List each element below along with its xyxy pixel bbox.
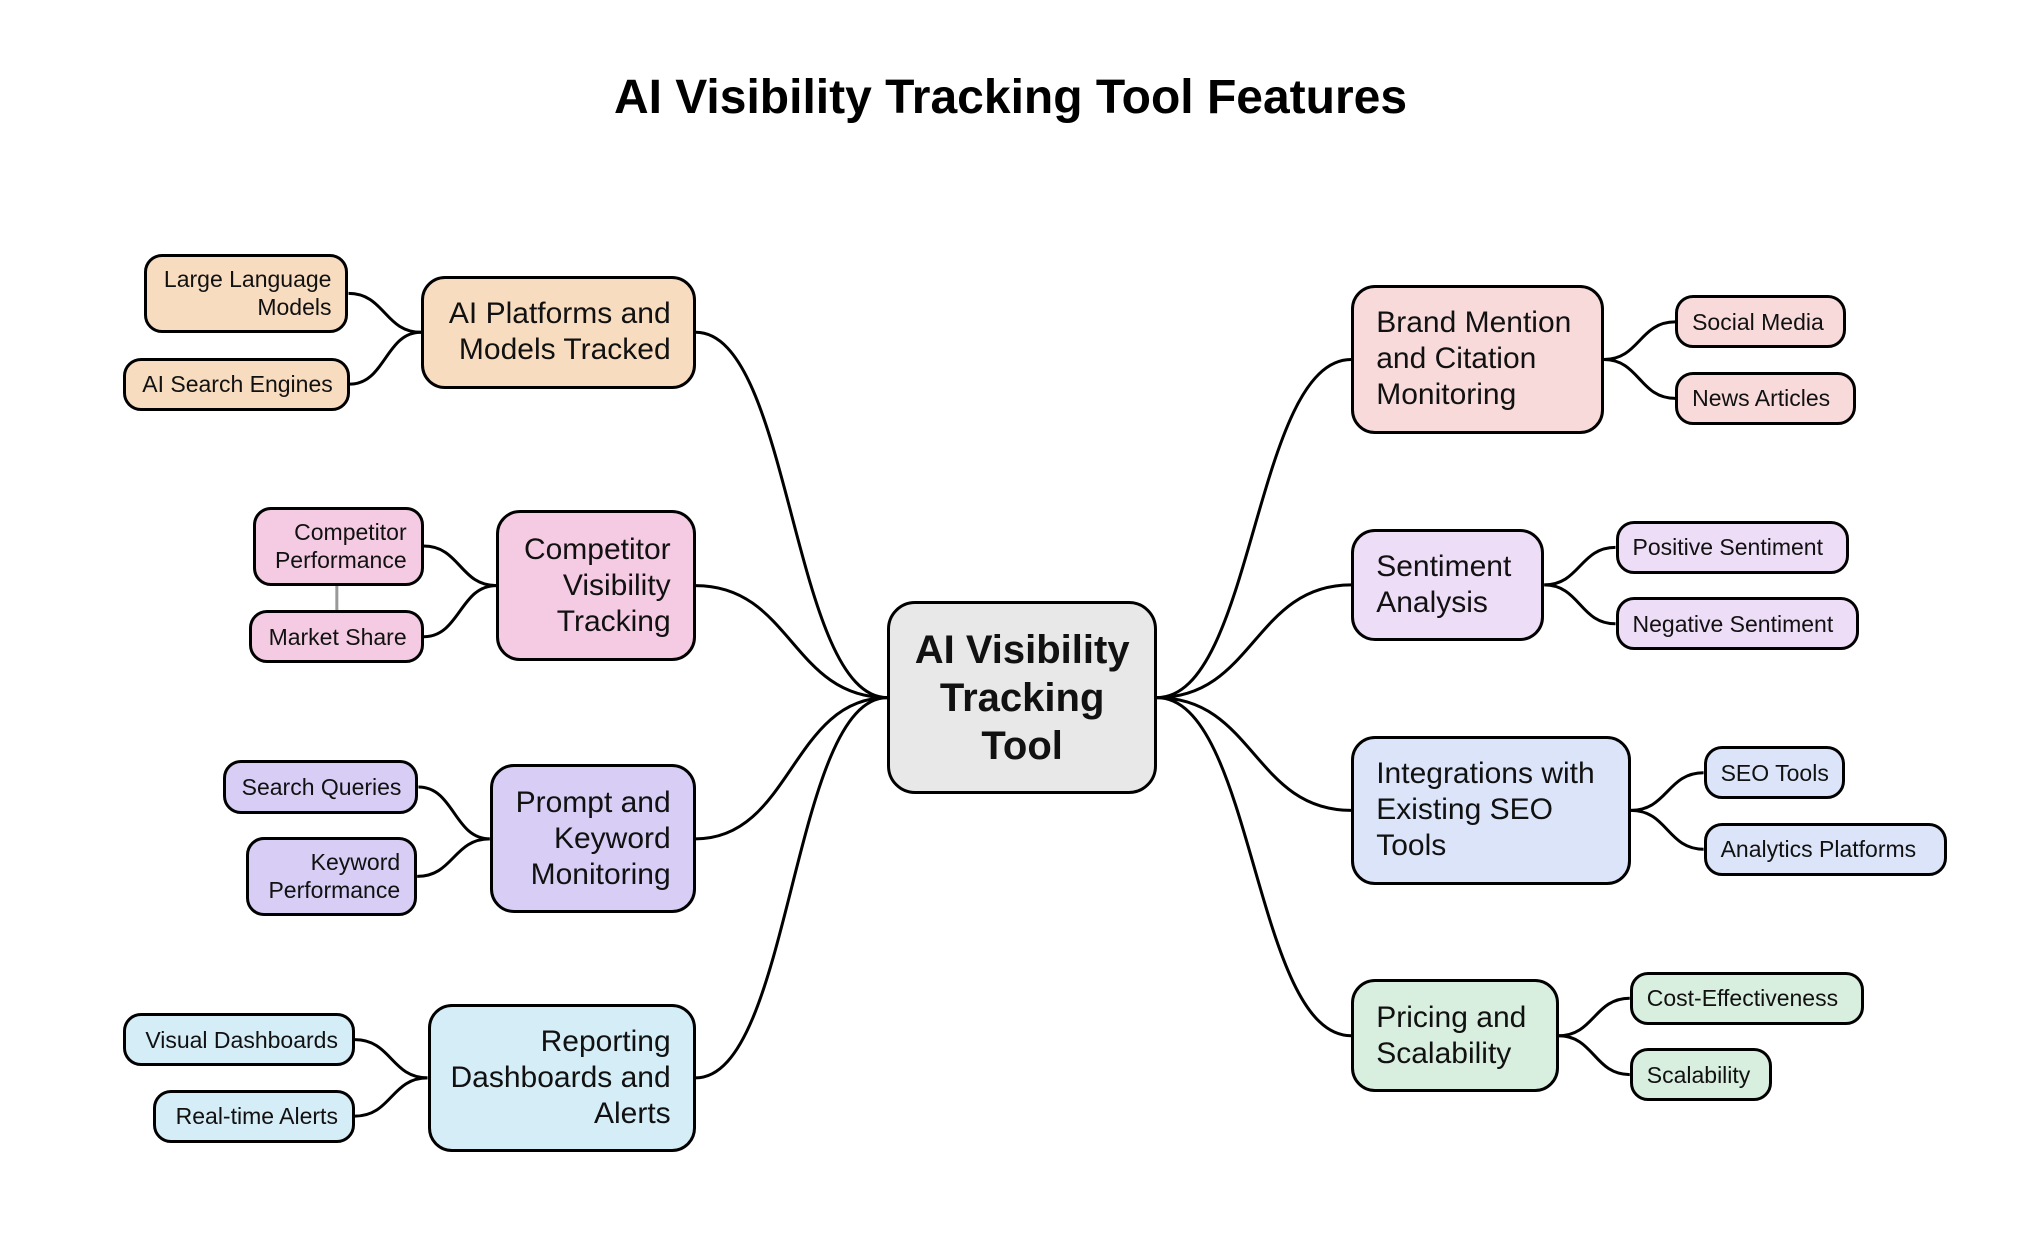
link-brand-mention-and-citation-monitoring-news-articles [1603, 358, 1676, 400]
leaf-ai-search-engines: AI Search Engines [123, 357, 350, 411]
leaf-news-articles: News Articles [1675, 371, 1857, 425]
leaf-market-share: Market Share [248, 610, 424, 664]
link-center-ai-platforms-and-models-tracked [695, 330, 888, 700]
link-center-sentiment-analysis [1156, 583, 1352, 700]
link-reporting-dashboards-and-alerts-visual-dashboards [354, 1038, 428, 1080]
link-brand-mention-and-citation-monitoring-social-media [1603, 320, 1676, 362]
leaf-real-time-alerts: Real-time Alerts [152, 1089, 355, 1143]
link-center-prompt-and-keyword-monitoring [695, 696, 888, 841]
leaf-positive-sentiment: Positive Sentiment [1615, 520, 1849, 574]
diagram-title: AI Visibility Tracking Tool Features [613, 71, 1408, 124]
link-center-pricing-and-scalability [1156, 696, 1352, 1038]
leaf-seo-tools: SEO Tools [1703, 746, 1845, 800]
link-reporting-dashboards-and-alerts-real-time-alerts [354, 1076, 428, 1118]
leaf-visual-dashboards: Visual Dashboards [123, 1013, 355, 1067]
leaf-analytics-platforms: Analytics Platforms [1703, 822, 1948, 876]
leaf-social-media: Social Media [1675, 295, 1847, 349]
link-center-competitor-visibility-tracking [695, 584, 888, 700]
link-integrations-with-existing-seo-tools-analytics-platforms [1631, 808, 1704, 851]
link-competitor-visibility-tracking-market-share [423, 584, 497, 639]
link-sentiment-analysis-positive-sentiment [1544, 545, 1616, 587]
link-center-brand-mention-and-citation-monitoring [1156, 358, 1352, 700]
link-integrations-with-existing-seo-tools-seo-tools [1631, 771, 1704, 812]
link-ai-platforms-and-models-tracked-large-language-models [348, 291, 422, 334]
leaf-search-queries: Search Queries [222, 760, 419, 814]
link-center-reporting-dashboards-and-alerts [695, 696, 888, 1080]
link-sentiment-analysis-negative-sentiment [1544, 583, 1616, 626]
link-ai-platforms-and-models-tracked-ai-search-engines [349, 330, 422, 386]
link-pricing-and-scalability-cost-effectiveness [1558, 996, 1630, 1038]
leaf-cost-effectiveness: Cost-Effectiveness [1629, 971, 1865, 1025]
link-prompt-and-keyword-monitoring-search-queries [418, 785, 490, 841]
link-competitor-visibility-tracking-competitor-performance [423, 544, 497, 588]
link-center-integrations-with-existing-seo-tools [1156, 696, 1352, 812]
link-pricing-and-scalability-scalability [1558, 1034, 1630, 1077]
leaf-negative-sentiment: Negative Sentiment [1615, 597, 1860, 651]
link-prompt-and-keyword-monitoring-keyword-performance [417, 837, 490, 878]
leaf-scalability: Scalability [1629, 1048, 1773, 1102]
